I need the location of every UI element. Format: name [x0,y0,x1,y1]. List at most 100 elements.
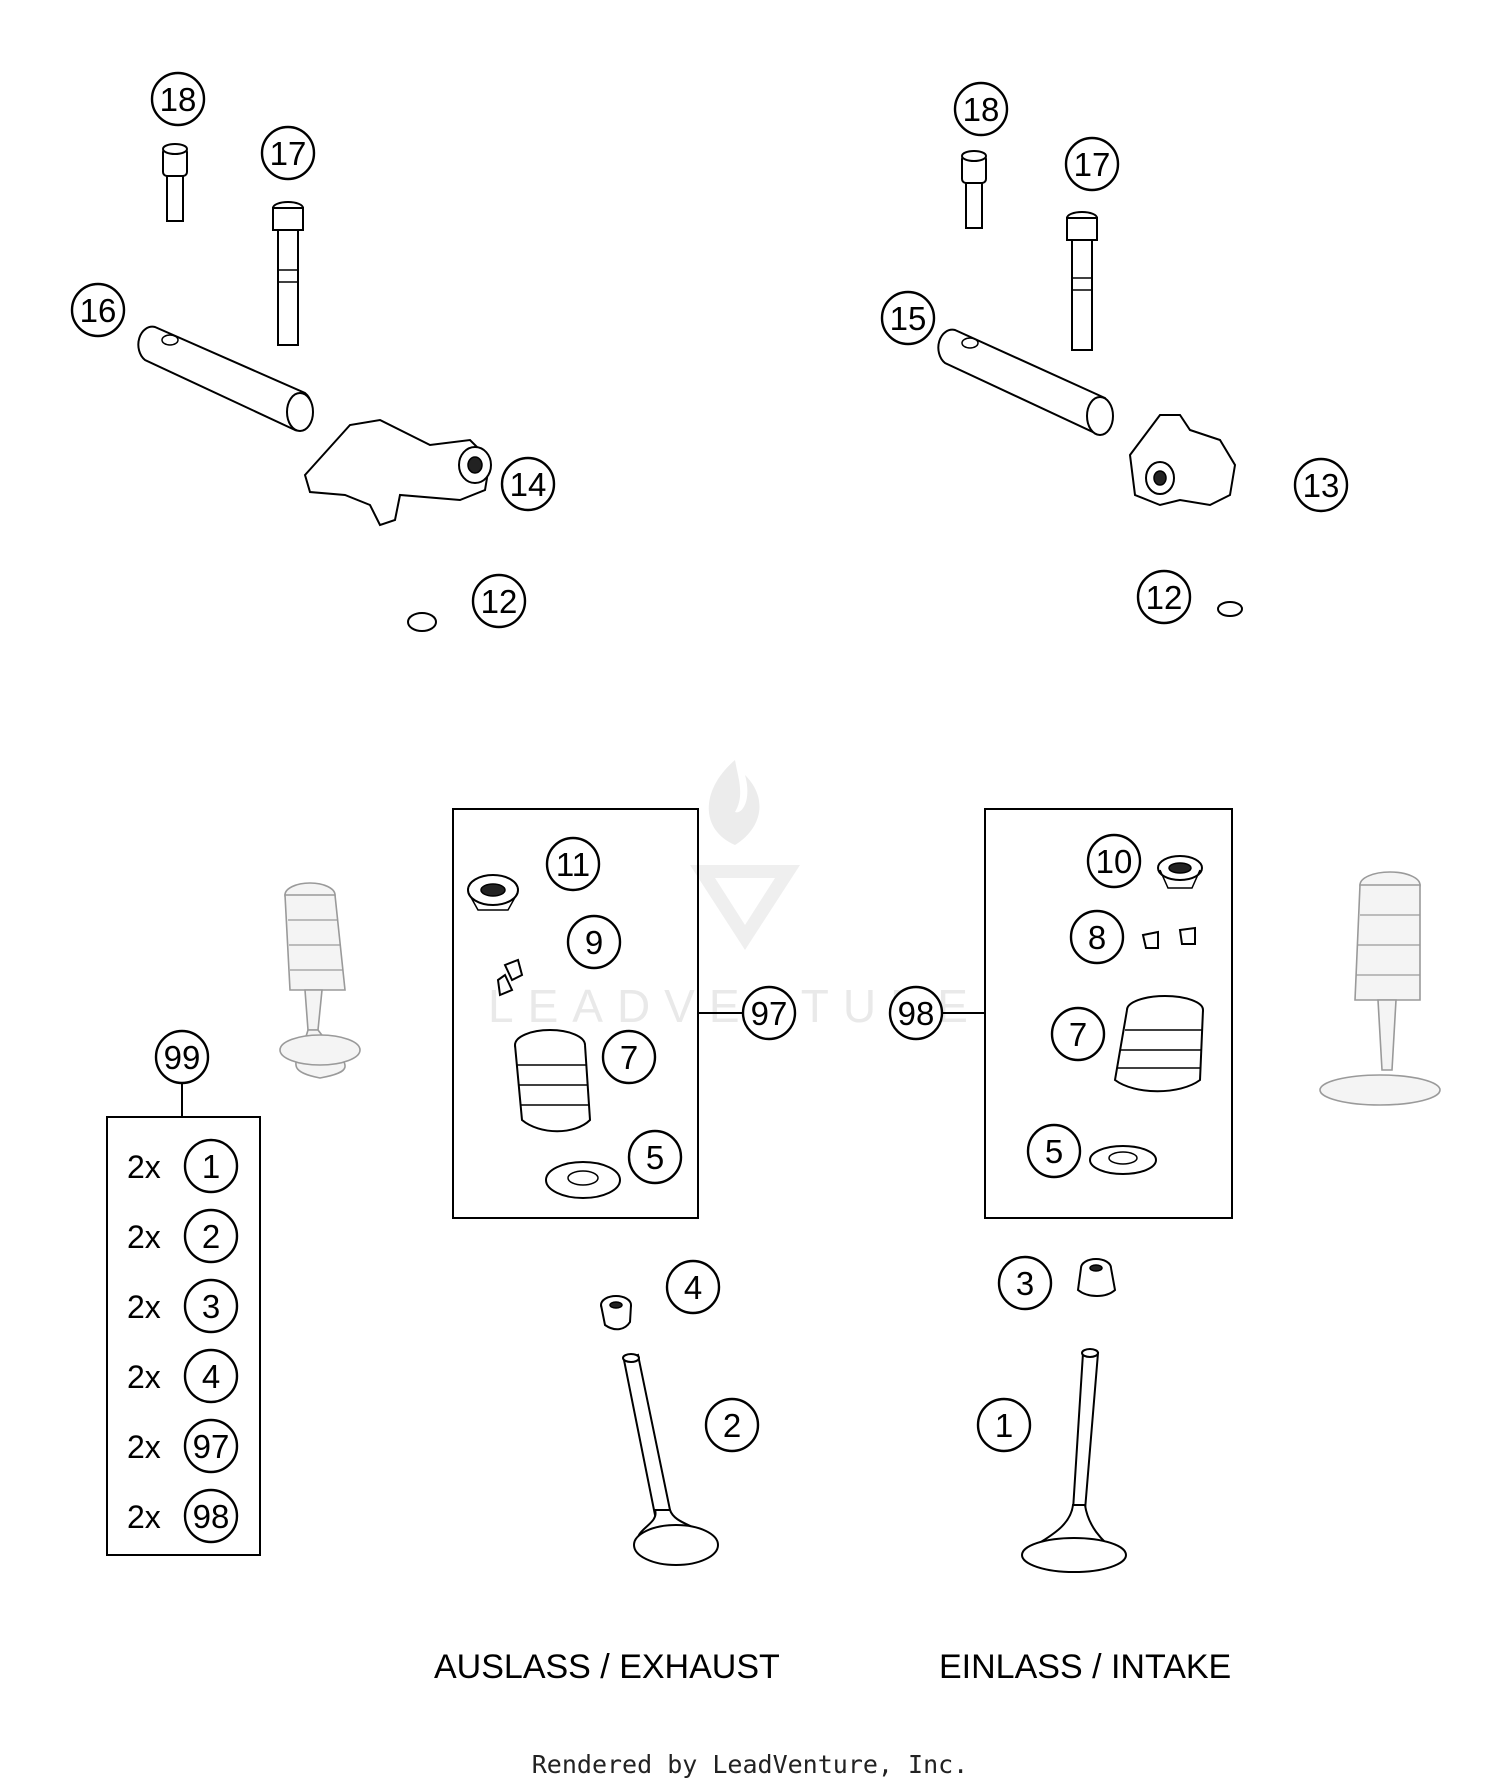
kit-99-ref: 98 [193,1498,230,1535]
callout-17-left[interactable]: 17 [260,125,316,181]
callout-10[interactable]: 10 [1086,833,1142,889]
stem-seal-3 [1076,1258,1117,1297]
kit-99-ref: 4 [202,1358,220,1395]
callout-7-exhaust[interactable]: 7 [601,1029,657,1085]
shim-12-left [407,612,437,632]
callout-label: 14 [510,466,547,503]
kit-99-ref-circle [183,1348,239,1404]
exhaust-valve-2 [622,1353,719,1566]
rocker-arm-13 [1128,414,1237,507]
watermark-v-icon [690,865,800,950]
kit-99-ref-circle [183,1278,239,1334]
kit-99-ref-circle [183,1488,239,1544]
callout-11[interactable]: 11 [545,836,601,892]
kit-99-qty: 2x [127,1149,161,1185]
leadventure-watermark: LEADVENTURE [488,760,982,1032]
kit-99-qty: 2x [127,1429,161,1465]
rocker-arm-14 [303,418,492,527]
retainer-10 [1157,855,1203,889]
callout-label: 98 [898,995,935,1032]
intake-valve-1 [1021,1348,1127,1573]
kit-99-ref-circle [183,1138,239,1194]
callout-label: 18 [160,81,197,118]
rocker-shaft-15 [937,328,1114,436]
shim-12-right [1217,601,1243,617]
valve-keys-8 [1141,926,1196,949]
watermark-flame-icon [708,760,760,845]
kit-99-ref: 1 [202,1148,220,1185]
bolt-18-right [961,150,987,229]
callout-label: 12 [1146,579,1183,616]
callout-label: 2 [723,1407,741,1444]
callout-18-right[interactable]: 18 [953,81,1009,137]
callout-17-right[interactable]: 17 [1064,136,1120,192]
callout-label: 8 [1088,919,1106,956]
callout-12-right[interactable]: 12 [1136,569,1192,625]
callout-label: 9 [585,924,603,961]
watermark-text: LEADVENTURE [488,980,982,1032]
callout-9[interactable]: 9 [566,914,622,970]
callout-label: 5 [646,1139,664,1176]
callout-7-intake[interactable]: 7 [1050,1006,1106,1062]
spring-seat-5-exhaust [545,1161,621,1199]
kit-99-qty: 2x [127,1289,161,1325]
spring-seat-5-intake [1089,1145,1157,1175]
bolt-17-right [1066,211,1098,351]
callout-99[interactable]: 99 [154,1029,210,1085]
callout-12-left[interactable]: 12 [471,573,527,629]
retainer-11 [467,874,519,911]
callout-label: 13 [1303,467,1340,504]
kit-99-row[interactable]: 2x 97 [127,1418,239,1474]
intake-label: EINLASS / INTAKE [939,1648,1231,1686]
kit-99-row[interactable]: 2x 1 [127,1138,239,1194]
callout-label: 5 [1045,1133,1063,1170]
callout-5-intake[interactable]: 5 [1026,1123,1082,1179]
kit-99-ref: 97 [193,1428,230,1465]
exhaust-valve-assembly-ghost [279,882,361,1079]
kit-99-ref: 2 [202,1218,220,1255]
callout-13[interactable]: 13 [1293,457,1349,513]
kit-99-rows: 2x 1 2x 2 2x 3 2x 4 2x 97 2x 98 [127,1138,239,1544]
kit-99-row[interactable]: 2x 98 [127,1488,239,1544]
callout-label: 17 [1074,146,1111,183]
callout-18-left[interactable]: 18 [150,71,206,127]
callout-8[interactable]: 8 [1069,909,1125,965]
kit-99-row[interactable]: 2x 2 [127,1208,239,1264]
rocker-shaft-16 [137,325,314,432]
callout-label: 16 [80,292,117,329]
stem-seal-4 [600,1295,632,1331]
callout-4[interactable]: 4 [665,1259,721,1315]
callout-5-exhaust[interactable]: 5 [627,1129,683,1185]
kit-99-ref-circle [183,1418,239,1474]
kit-99-qty: 2x [127,1219,161,1255]
kit-99-qty: 2x [127,1359,161,1395]
callout-label: 15 [890,300,927,337]
callout-1[interactable]: 1 [976,1397,1032,1453]
kit-99-ref-circle [183,1208,239,1264]
callout-16[interactable]: 16 [70,282,126,338]
callout-15[interactable]: 15 [880,290,936,346]
kit-box-99 [106,1116,261,1556]
callout-2[interactable]: 2 [704,1397,760,1453]
callout-label: 18 [963,91,1000,128]
exhaust-label: AUSLASS / EXHAUST [434,1648,780,1686]
intake-valve-assembly-ghost [1319,871,1441,1106]
kit-99-row[interactable]: 2x 3 [127,1278,239,1334]
kit-99-row[interactable]: 2x 4 [127,1348,239,1404]
callout-3[interactable]: 3 [997,1255,1053,1311]
kit-99-ref: 3 [202,1288,220,1325]
callout-98[interactable]: 98 [888,985,944,1041]
kit-99-qty: 2x [127,1499,161,1535]
callout-label: 7 [1069,1016,1087,1053]
valve-spring-7-intake [1113,995,1204,1093]
callout-14[interactable]: 14 [500,456,556,512]
valve-spring-7-exhaust [514,1029,592,1133]
callout-97[interactable]: 97 [741,985,797,1041]
callout-label: 11 [556,846,590,883]
bolt-18-left [162,143,188,222]
callout-label: 97 [751,995,788,1032]
callout-label: 99 [164,1039,201,1076]
callout-label: 10 [1096,843,1133,880]
callout-label: 3 [1016,1265,1034,1302]
